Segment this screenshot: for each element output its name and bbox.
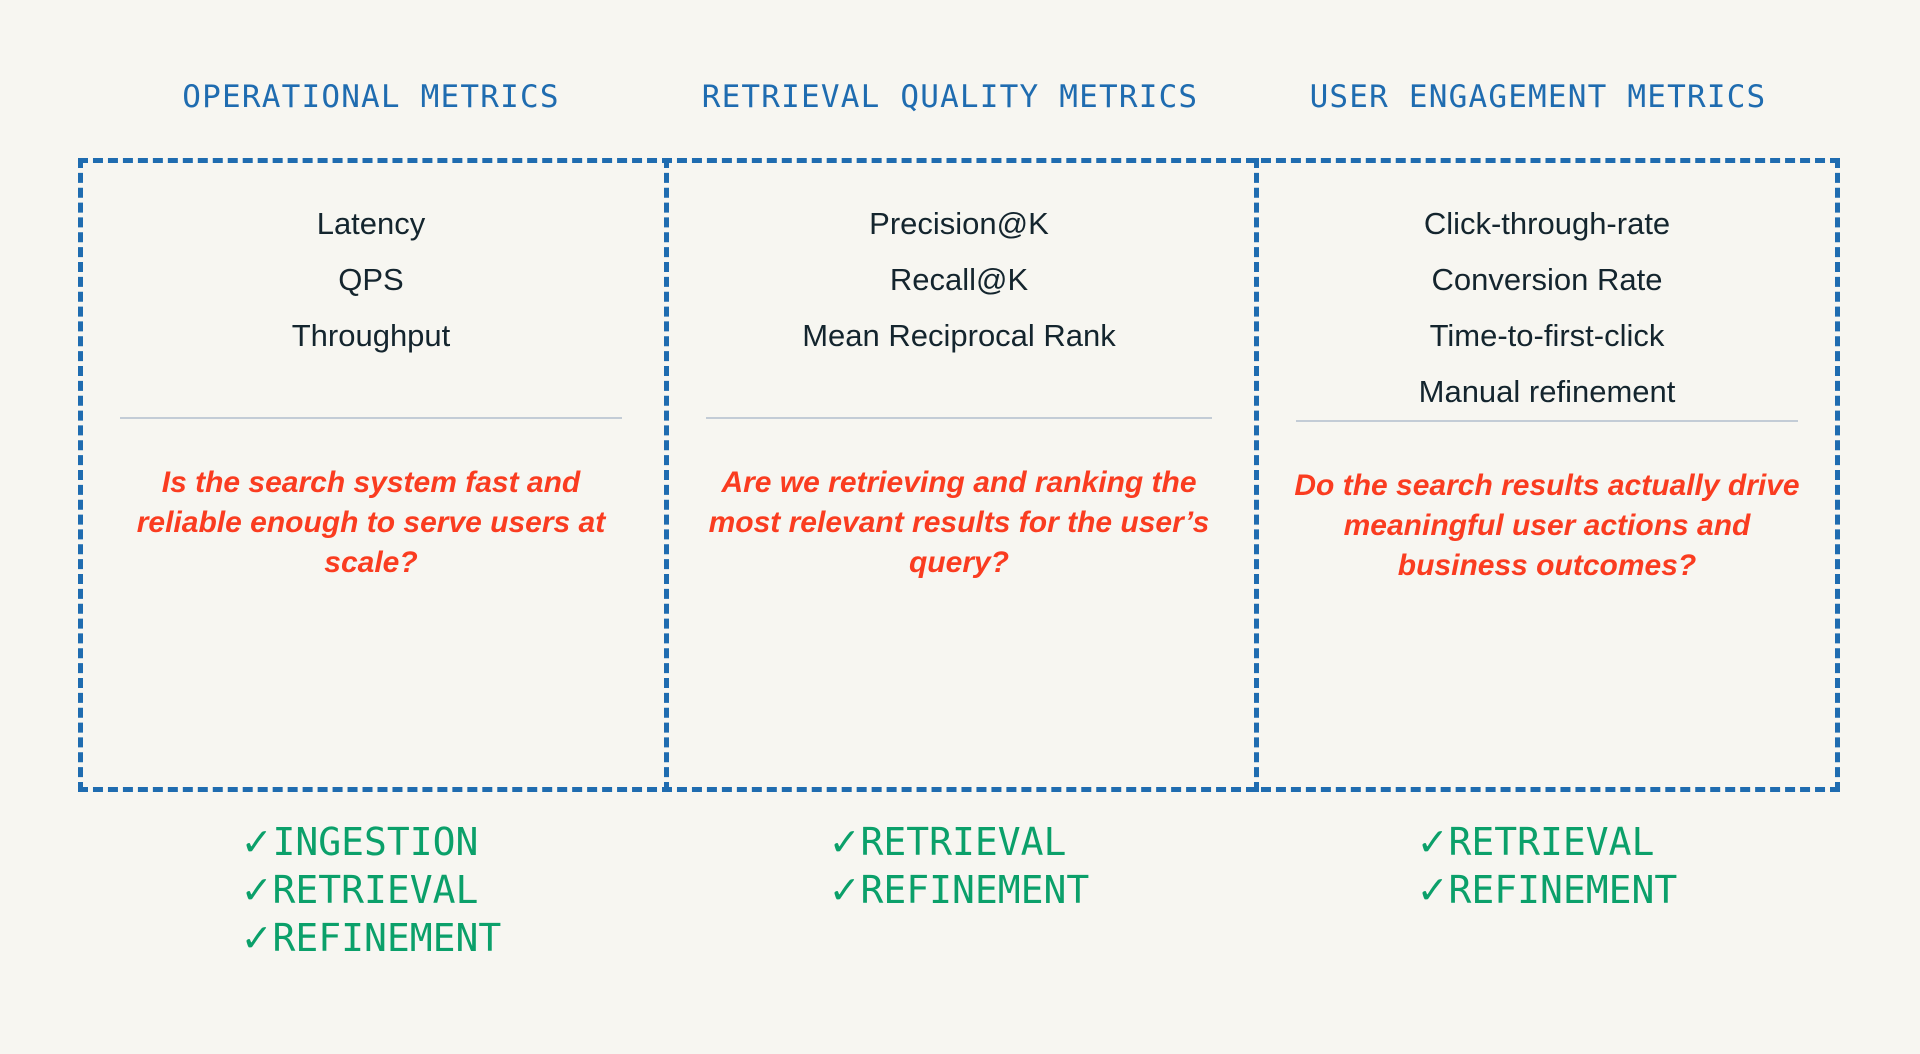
metric-list-retrieval-quality: Precision@K Recall@K Mean Reciprocal Ran… [690,158,1228,364]
metric-item: Conversion Rate [1431,262,1663,297]
metric-item: Precision@K [869,206,1049,241]
checklist-item: ✓RETRIEVAL [241,866,502,914]
checklist-item: ✓REFINEMENT [1417,866,1678,914]
column-separator-rule [1296,420,1798,422]
pipeline-stage-checklists: ✓INGESTION ✓RETRIEVAL ✓REFINEMENT ✓RETRI… [78,818,1840,1018]
column-header-operational: OPERATIONAL METRICS [182,79,560,115]
checklist-item: ✓RETRIEVAL [829,818,1090,866]
columns-content: Latency QPS Throughput Is the search sys… [78,158,1840,792]
checklist-item: ✓REFINEMENT [241,914,502,962]
column-separator-rule [706,417,1212,419]
column-separator-rule [120,417,622,419]
checklist-item-label: REFINEMENT [1448,868,1678,912]
dashed-container-box [78,158,1840,792]
metric-item: Throughput [291,318,451,353]
checklist-item: ✓INGESTION [241,818,502,866]
metric-list-user-engagement: Click-through-rate Conversion Rate Time-… [1280,158,1814,420]
column-question-retrieval-quality: Are we retrieving and ranking the most r… [708,466,1210,579]
checklist-item-label: REFINEMENT [860,868,1090,912]
checklist-item: ✓RETRIEVAL [1417,818,1678,866]
column-question-user-engagement: Do the search results actually drive mea… [1294,469,1800,582]
metric-item: QPS [338,262,404,297]
column-header-retrieval-quality: RETRIEVAL QUALITY METRICS [701,79,1199,115]
checklist-item-label: RETRIEVAL [1448,820,1655,864]
check-icon: ✓ [240,820,273,864]
metric-item: Click-through-rate [1423,206,1671,241]
column-divider-2 [1254,158,1259,792]
check-icon: ✓ [828,820,861,864]
checklist-item-label: RETRIEVAL [272,868,479,912]
checklist-item-label: REFINEMENT [272,916,502,960]
checklist-item: ✓REFINEMENT [829,866,1090,914]
metric-item: Time-to-first-click [1429,318,1665,353]
metric-item: Mean Reciprocal Rank [802,318,1116,353]
check-icon: ✓ [828,868,861,912]
check-icon: ✓ [1416,868,1449,912]
column-question-operational: Is the search system fast and reliable e… [136,466,606,579]
metric-list-operational: Latency QPS Throughput [104,158,638,364]
check-icon: ✓ [240,916,273,960]
check-icon: ✓ [240,868,273,912]
checklist-item-label: INGESTION [272,820,479,864]
column-headers: OPERATIONAL METRICS RETRIEVAL QUALITY ME… [78,62,1840,132]
checklist-operational: ✓INGESTION ✓RETRIEVAL ✓REFINEMENT [78,818,664,1018]
check-icon: ✓ [1416,820,1449,864]
column-user-engagement-metrics: Click-through-rate Conversion Rate Time-… [1254,158,1840,792]
column-header-user-engagement: USER ENGAGEMENT METRICS [1309,79,1767,115]
checklist-item-label: RETRIEVAL [860,820,1067,864]
checklist-retrieval-quality: ✓RETRIEVAL ✓REFINEMENT [664,818,1254,1018]
metric-item: Latency [316,206,426,241]
column-divider-1 [664,158,669,792]
column-operational-metrics: Latency QPS Throughput Is the search sys… [78,158,664,792]
column-retrieval-quality-metrics: Precision@K Recall@K Mean Reciprocal Ran… [664,158,1254,792]
checklist-user-engagement: ✓RETRIEVAL ✓REFINEMENT [1254,818,1840,1018]
metric-item: Manual refinement [1418,374,1676,409]
metric-item: Recall@K [889,262,1029,297]
